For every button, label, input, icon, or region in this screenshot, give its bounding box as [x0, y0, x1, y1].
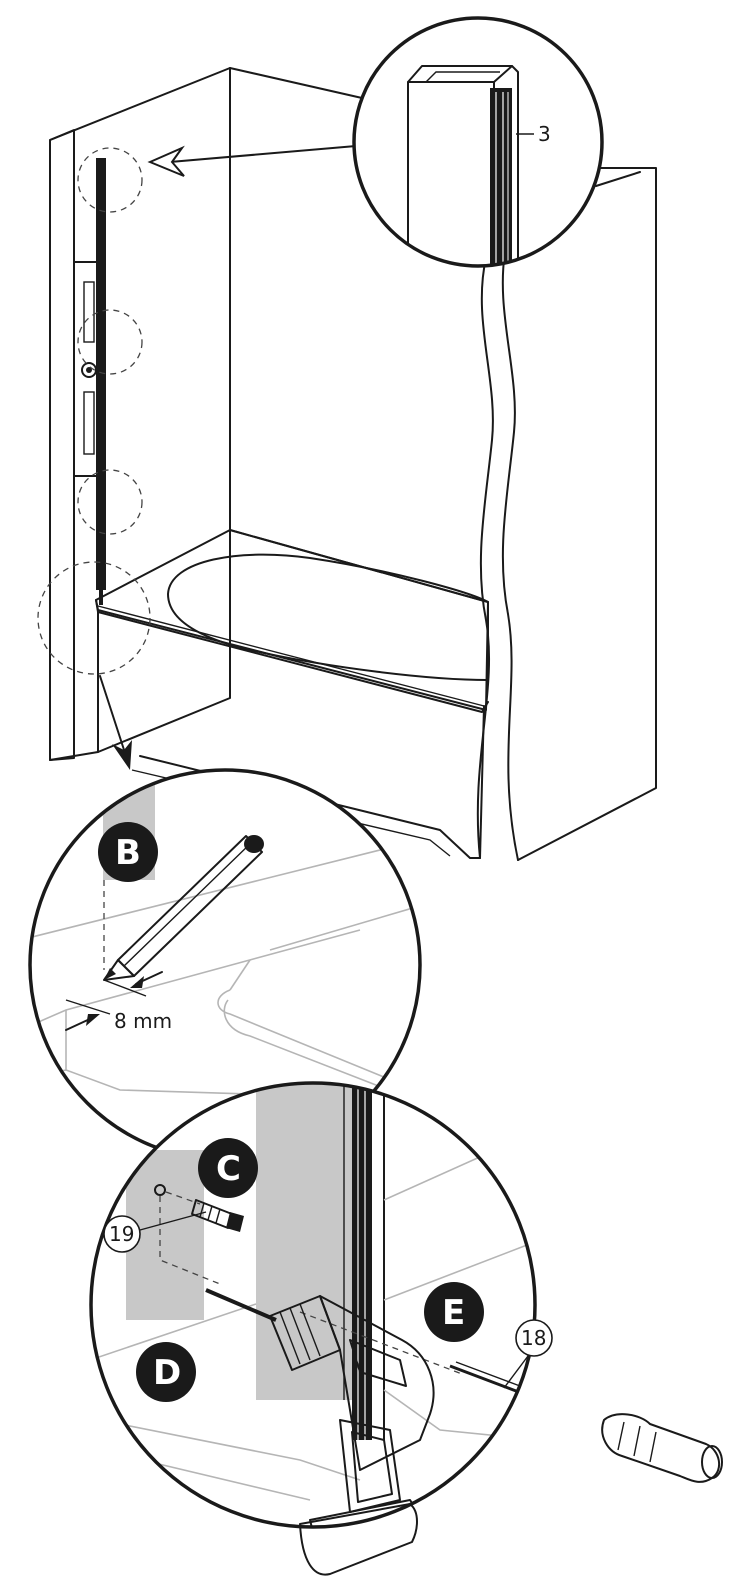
- step-label-d: D: [153, 1353, 181, 1393]
- detail-arrow-line: [99, 675, 127, 757]
- profile-channel: [490, 88, 512, 266]
- detail-marking: 8 mm B: [28, 768, 422, 1162]
- zoom-profile-detail: 3: [352, 16, 604, 268]
- check-circle-bottom: [37, 561, 151, 675]
- zoom-arrow-head: [147, 145, 185, 177]
- drill-base: [299, 1503, 418, 1576]
- spirit-level-window-bottom: [83, 391, 95, 455]
- spirit-level-window-top: [83, 281, 95, 343]
- step-badge-b: [98, 822, 158, 882]
- screw-callout-number: 18: [521, 1326, 546, 1350]
- measure-label: 8 mm: [114, 1009, 172, 1033]
- bath-apron-edge: [479, 705, 485, 859]
- detail-arrow-head: [112, 740, 132, 770]
- screwdriver-handle: [601, 1413, 723, 1483]
- bath-rim-front: [95, 599, 489, 713]
- pencil-icon: [103, 835, 264, 981]
- profile-channel-c: [352, 1083, 372, 1440]
- drill-bit: [205, 1288, 277, 1322]
- step-label-c: C: [216, 1149, 241, 1189]
- bath-rim-front-2: [97, 605, 485, 707]
- spirit-level-bubble: [81, 362, 97, 378]
- bath-enclosure-overview: [37, 67, 657, 861]
- check-circle-top: [77, 147, 143, 213]
- detail-c-border: [89, 1081, 537, 1529]
- detail-drilling: C D E 19 18: [89, 1081, 723, 1576]
- right-wall-top: [595, 171, 641, 187]
- bath-basin: [167, 553, 489, 681]
- left-wall: [49, 67, 231, 761]
- step-badge-c: [198, 1138, 258, 1198]
- back-wall-top-edge: [229, 67, 363, 99]
- step-label-e: E: [442, 1293, 465, 1333]
- left-wall-front-edge: [49, 129, 75, 761]
- cutaway-edge: [476, 257, 494, 859]
- wall-plug-callout: [103, 1215, 141, 1253]
- zoom-arrow-line: [169, 145, 357, 163]
- zoom-circle-border: [352, 16, 604, 268]
- step-badge-d: [136, 1342, 196, 1402]
- check-circle-mid: [77, 309, 143, 375]
- drill-icon: [269, 1295, 435, 1527]
- profile-callout-number: 3: [538, 122, 551, 146]
- wall-plug-callout-number: 19: [109, 1222, 134, 1246]
- screwdriver-icon: [538, 1398, 610, 1428]
- screw-callout: [515, 1319, 553, 1357]
- wall-profile: [96, 158, 106, 590]
- cutaway-edge-inner: [501, 245, 519, 861]
- step-label-b: B: [115, 833, 141, 873]
- wall-plug-icon: [191, 1199, 244, 1232]
- check-circle-low: [77, 469, 143, 535]
- spirit-level: [73, 261, 105, 477]
- right-wall: [517, 167, 657, 861]
- step-badge-e: [424, 1282, 484, 1342]
- profile-shade-c: [256, 1083, 358, 1400]
